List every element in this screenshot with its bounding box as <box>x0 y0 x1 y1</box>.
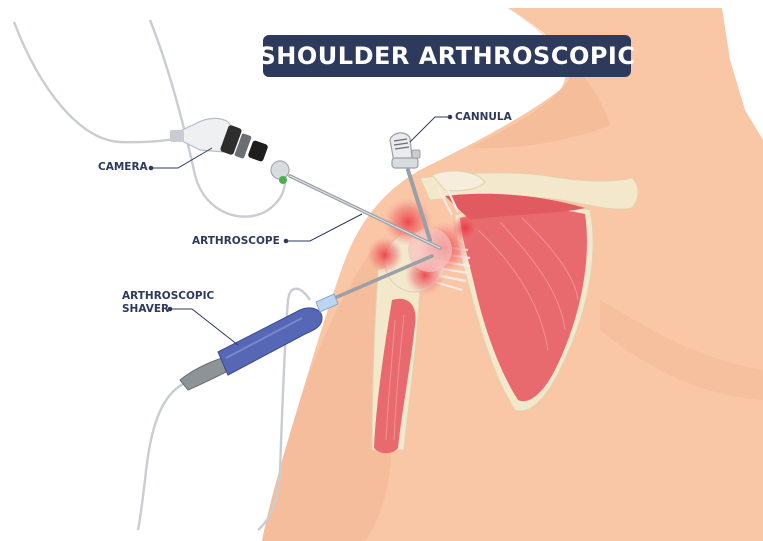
camera-head-icon <box>170 118 289 184</box>
shaver-cable <box>138 383 185 530</box>
arthroscope-label: ARTHROSCOPE <box>192 235 280 248</box>
title-banner: SHOULDER ARTHROSCOPIC <box>263 35 631 77</box>
camera-cable <box>14 22 180 142</box>
camera-label: CAMERA <box>98 161 148 174</box>
shaver-label-line1: ARTHROSCOPIC <box>122 290 214 303</box>
arm-shadow <box>262 250 391 541</box>
page-title: SHOULDER ARTHROSCOPIC <box>259 42 636 70</box>
shaver-label: ARTHROSCOPIC SHAVER <box>122 290 214 316</box>
shaver-label-line2: SHAVER <box>122 303 214 316</box>
cannula-label: CANNULA <box>455 111 512 124</box>
